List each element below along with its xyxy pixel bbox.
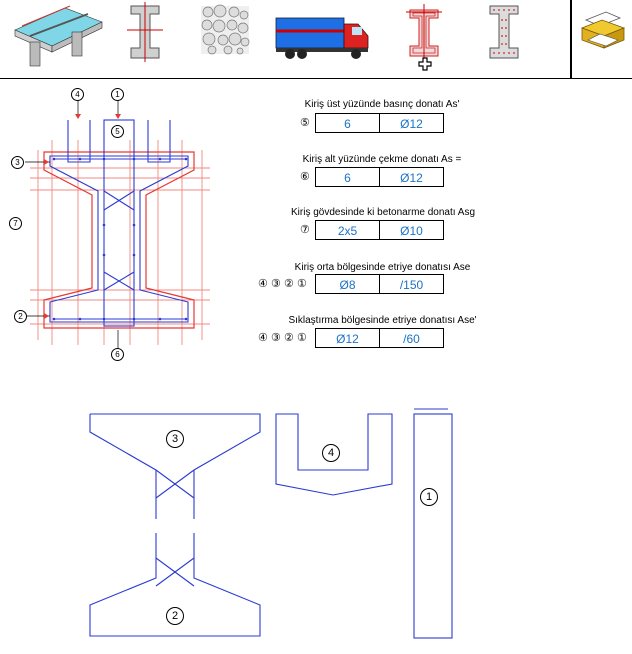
top-rebar-marker: ⑤: [300, 117, 310, 129]
label-6: 6: [111, 348, 124, 361]
i-beam-section-icon: [127, 2, 163, 62]
stirrup-dense-marker-3: ③: [271, 332, 281, 344]
bottom-rebar-marker: ⑥: [300, 171, 310, 183]
toolbar: [0, 0, 632, 79]
print-button[interactable]: [570, 0, 632, 78]
rebar-dots: [52, 157, 188, 321]
section-button[interactable]: [125, 0, 165, 78]
reinforcement-button[interactable]: [404, 0, 444, 78]
material-button[interactable]: [198, 0, 253, 78]
stirrup-mid-row: ④ ③ ② ① Ø8 /150: [258, 274, 444, 294]
stirrup-dense-title: Sıklaştırma bölgesinde etriye donatısı A…: [288, 315, 477, 326]
stirrup-shape-3: [90, 413, 261, 519]
bridge-button[interactable]: [10, 0, 105, 78]
bottom-rebar-title: Kiriş alt yüzünde çekme donatı As =: [302, 154, 462, 165]
concrete-outline: [30, 140, 210, 345]
label-4: 4: [71, 88, 84, 101]
i-beam-rebar-points-icon: [489, 5, 519, 59]
top-rebar-title: Kiriş üst yüzünde basınç donatı As': [304, 99, 460, 110]
label-2: 2: [14, 310, 27, 323]
top-rebar-diameter[interactable]: Ø12: [379, 113, 444, 133]
stirrup-dense-marker-4: ④: [258, 332, 268, 344]
stirrups: [49, 119, 189, 327]
i-beam-reinforcement-icon: [406, 4, 442, 71]
web-rebar-marker: ⑦: [300, 224, 310, 236]
top-rebar-row: ⑤ 6 Ø12: [300, 113, 444, 133]
label-3: 3: [11, 156, 24, 169]
stirrup-dense-diameter[interactable]: Ø12: [315, 328, 380, 348]
stirrup-shape-1: [413, 413, 453, 639]
shape-label-1: 1: [420, 488, 438, 506]
label-7: 7: [9, 217, 22, 230]
truck-load-icon: [275, 17, 369, 59]
load-button[interactable]: [274, 0, 372, 78]
stirrup-mid-spacing[interactable]: /150: [379, 274, 444, 294]
stirrup-mid-diameter[interactable]: Ø8: [315, 274, 380, 294]
stirrup-dense-row: ④ ③ ② ① Ø12 /60: [258, 328, 444, 348]
web-rebar-count[interactable]: 2x5: [315, 220, 380, 240]
shape-label-3: 3: [166, 430, 184, 448]
stirrup-dense-marker-2: ②: [284, 332, 294, 344]
concrete-aggregate-icon: [201, 4, 250, 55]
web-rebar-diameter[interactable]: Ø10: [379, 220, 444, 240]
stirrup-mid-title: Kiriş orta bölgesinde etriye donatısı As…: [294, 262, 471, 273]
web-rebar-row: ⑦ 2x5 Ø10: [300, 220, 444, 240]
shape-label-4: 4: [322, 444, 340, 462]
stirrup-dense-spacing[interactable]: /60: [379, 328, 444, 348]
bottom-rebar-count[interactable]: 6: [315, 167, 380, 187]
web-rebar-title: Kiriş gövdesinde ki betonarme donatı Asg: [291, 207, 475, 218]
printer-icon: [580, 11, 626, 49]
stirrup-shape-4: [275, 413, 393, 496]
stirrup-dense-marker-1: ①: [297, 332, 307, 344]
bottom-rebar-row: ⑥ 6 Ø12: [300, 167, 444, 187]
bottom-rebar-diameter[interactable]: Ø12: [379, 167, 444, 187]
shape-label-2: 2: [166, 607, 184, 625]
label-5: 5: [111, 125, 124, 138]
stirrup-shape-2: [89, 533, 261, 637]
stirrup-mid-marker-2: ②: [284, 278, 294, 290]
bridge-icon: [14, 5, 103, 67]
rebar-points-button[interactable]: [484, 0, 524, 78]
stirrup-mid-marker-3: ③: [271, 278, 281, 290]
label-1: 1: [111, 88, 124, 101]
stirrup-mid-marker-4: ④: [258, 278, 268, 290]
stirrup-mid-marker-1: ①: [297, 278, 307, 290]
